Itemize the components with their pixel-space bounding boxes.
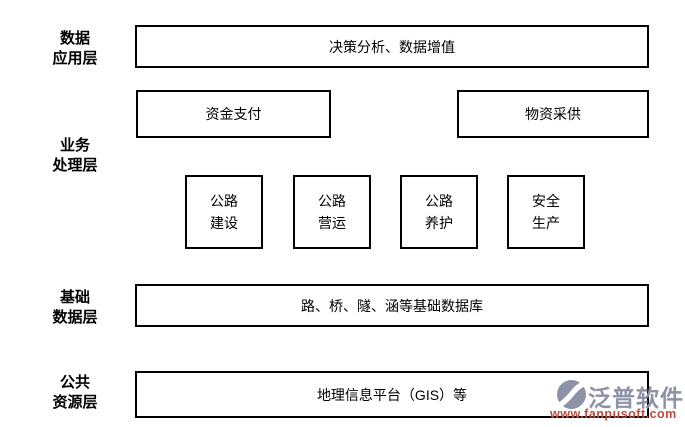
layer-label-line: 数据层 bbox=[52, 309, 98, 326]
box-text: 地理信息平台（GIS）等 bbox=[316, 386, 468, 403]
box-decision-analysis: 决策分析、数据增值 bbox=[135, 25, 649, 68]
box-text: 路、桥、隧、涵等基础数据库 bbox=[301, 297, 483, 314]
box-basic-database: 路、桥、隧、涵等基础数据库 bbox=[135, 284, 649, 327]
box-text: 公路 bbox=[318, 193, 346, 209]
box-text: 公路 bbox=[210, 193, 238, 209]
box-text: 安全 bbox=[532, 193, 560, 209]
layer-label-public-resource: 公共 资源层 bbox=[35, 373, 115, 413]
layer-label-business-processing: 业务 处理层 bbox=[35, 136, 115, 176]
brand-name: 泛普软件 bbox=[588, 385, 684, 411]
box-text: 建设 bbox=[210, 215, 238, 231]
box-text: 物资采供 bbox=[525, 106, 581, 122]
box-text: 决策分析、数据增值 bbox=[329, 38, 455, 55]
layer-label-line: 处理层 bbox=[52, 157, 98, 174]
layer-label-data-application: 数据 应用层 bbox=[35, 29, 115, 69]
box-road-maintenance: 公路 养护 bbox=[400, 175, 478, 249]
layer-label-line: 资源层 bbox=[52, 394, 98, 411]
layer-label-line: 公共 bbox=[59, 374, 90, 391]
fanpusoft-watermark: 泛普软件 www.fanpusoft.com bbox=[548, 376, 685, 424]
box-text: 营运 bbox=[318, 215, 346, 231]
box-road-operation: 公路 营运 bbox=[293, 175, 371, 249]
box-material-procurement: 物资采供 bbox=[457, 90, 649, 138]
box-text: 公路 bbox=[425, 193, 453, 209]
layer-label-line: 业务 bbox=[59, 137, 90, 154]
layer-label-basic-data: 基础 数据层 bbox=[35, 288, 115, 328]
box-safety-production: 安全 生产 bbox=[507, 175, 585, 249]
layer-label-line: 数据 bbox=[59, 30, 90, 47]
box-text: 养护 bbox=[425, 215, 453, 231]
brand-url: www.fanpusoft.com bbox=[550, 407, 677, 421]
box-text: 生产 bbox=[532, 215, 560, 231]
swoosh-circle-icon bbox=[557, 380, 586, 409]
box-text: 资金支付 bbox=[205, 106, 262, 122]
box-road-construction: 公路 建设 bbox=[185, 175, 263, 249]
layer-label-line: 应用层 bbox=[52, 50, 98, 67]
box-fund-payment: 资金支付 bbox=[136, 90, 331, 138]
layer-label-line: 基础 bbox=[59, 289, 90, 306]
